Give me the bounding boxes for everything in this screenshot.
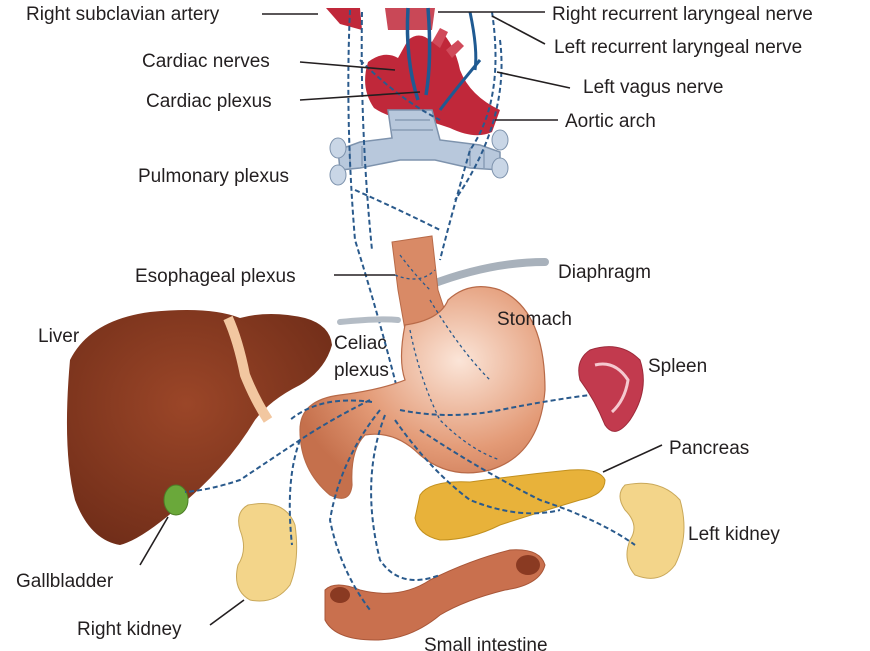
label-right-subclavian-artery: Right subclavian artery [26,4,220,25]
diaphragm-shape [430,262,545,285]
label-stomach: Stomach [497,309,572,330]
label-pulmonary-plexus: Pulmonary plexus [138,166,289,187]
label-left-kidney: Left kidney [688,524,780,545]
diaphragm-left [340,319,398,322]
label-right-recurrent-laryngeal-nerve: Right recurrent laryngeal nerve [552,4,813,25]
label-right-kidney: Right kidney [77,619,182,640]
label-esophageal-plexus: Esophageal plexus [135,266,296,287]
gallbladder-shape [164,485,188,515]
label-gallbladder: Gallbladder [16,571,114,592]
label-liver: Liver [38,326,80,347]
spleen-shape [579,347,644,432]
small-intestine-shape [325,550,545,640]
label-spleen: Spleen [648,356,707,377]
label-left-vagus-nerve: Left vagus nerve [583,77,723,98]
right-subclavian-artery-shape [326,8,362,30]
label-cardiac-nerves: Cardiac nerves [142,51,270,72]
liver-shape [67,310,332,545]
pancreas-shape [415,470,605,540]
label-aortic-arch: Aortic arch [565,111,656,132]
label-celiac-plexus-line2: plexus [334,360,389,381]
label-small-intestine: Small intestine [424,635,548,651]
label-diaphragm: Diaphragm [558,262,651,283]
label-left-recurrent-laryngeal-nerve: Left recurrent laryngeal nerve [554,37,802,58]
label-celiac-plexus-line1: Celiac [334,333,387,354]
label-pancreas: Pancreas [669,438,749,459]
right-kidney-shape [237,504,297,601]
left-kidney-shape [620,483,684,578]
label-cardiac-plexus: Cardiac plexus [146,91,272,112]
